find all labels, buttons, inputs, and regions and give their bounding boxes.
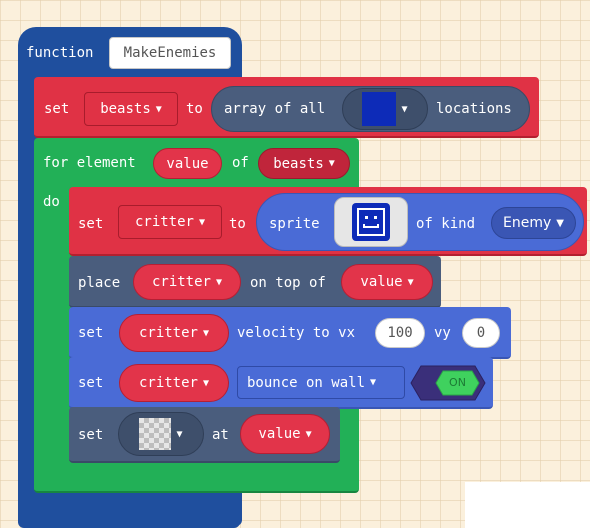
function-keyword: function	[26, 45, 94, 61]
beasts-variable-label: beasts	[100, 101, 151, 117]
do-keyword: do	[43, 194, 60, 210]
set-keyword: set	[44, 101, 70, 117]
chevron-down-icon: ▼	[198, 216, 206, 228]
smiley-face-icon	[352, 203, 390, 241]
chevron-down-icon: ▼	[155, 103, 162, 115]
to-keyword: to	[229, 216, 246, 232]
critter-variable-dropdown[interactable]: critter ▼	[118, 205, 222, 239]
toggle-on-label: ON	[449, 376, 466, 389]
critter-variable-label: critter	[134, 214, 194, 230]
chevron-down-icon: ▼	[202, 327, 210, 339]
chevron-down-icon: ▼	[328, 158, 335, 169]
of-keyword: of	[232, 155, 249, 171]
kind-dropdown[interactable]: Enemy ▼	[491, 207, 576, 239]
set-keyword: set	[78, 216, 104, 232]
set-keyword: set	[78, 325, 104, 341]
workspace-corner-panel	[465, 482, 590, 528]
critter-variable-dropdown[interactable]: critter ▼	[133, 264, 241, 300]
on-top-of-label: on top of	[250, 275, 326, 291]
critter-variable-label: critter	[138, 375, 198, 391]
at-keyword: at	[212, 427, 229, 443]
chevron-down-icon: ▼	[556, 217, 564, 229]
critter-variable-label: critter	[151, 274, 211, 290]
locations-label: locations	[436, 101, 512, 117]
function-block-bottom-notch	[18, 512, 240, 528]
tile-picker[interactable]: ▼	[118, 412, 204, 456]
array-of-all-label: array of all	[224, 101, 326, 117]
loop-array-label: beasts	[273, 155, 324, 172]
for-element-label: for element	[43, 155, 136, 171]
chevron-down-icon: ▼	[215, 276, 223, 288]
loop-value-variable[interactable]: value	[153, 148, 222, 179]
chevron-down-icon: ▼	[370, 377, 377, 388]
chevron-down-icon: ▼	[202, 377, 210, 389]
function-name-field[interactable]: MakeEnemies	[109, 37, 231, 69]
on-off-toggle[interactable]: ON	[410, 365, 486, 401]
chevron-down-icon: ▼	[305, 428, 312, 440]
vx-input[interactable]: 100	[375, 318, 425, 348]
sprite-image-picker[interactable]	[334, 197, 408, 247]
to-keyword: to	[186, 101, 203, 117]
sprite-keyword: sprite	[269, 216, 320, 232]
transparent-tile-icon	[139, 418, 172, 450]
value-variable-dropdown[interactable]: value ▼	[341, 264, 433, 300]
loop-array-dropdown[interactable]: beasts ▼	[258, 148, 350, 179]
beasts-variable-dropdown[interactable]: beasts ▼	[84, 92, 178, 126]
chevron-down-icon: ▼	[407, 276, 414, 288]
critter-variable-label: critter	[138, 325, 198, 341]
bounce-property-label: bounce on wall	[247, 374, 366, 391]
chevron-down-icon: ▼	[176, 428, 183, 440]
place-keyword: place	[78, 275, 121, 291]
kind-label: Enemy	[503, 215, 552, 231]
of-kind-label: of kind	[416, 216, 476, 232]
bounce-property-dropdown[interactable]: bounce on wall ▼	[237, 366, 405, 399]
value-variable-label: value	[360, 274, 403, 290]
chevron-down-icon: ▼	[401, 103, 408, 115]
value-variable-label: value	[258, 426, 301, 442]
velocity-to-vx-label: velocity to vx	[237, 325, 356, 341]
vy-label: vy	[434, 325, 451, 341]
tile-picker[interactable]: ▼	[342, 88, 428, 130]
set-keyword: set	[78, 427, 104, 443]
value-variable-dropdown[interactable]: value ▼	[240, 414, 330, 454]
vy-input[interactable]: 0	[462, 318, 500, 348]
set-keyword: set	[78, 375, 104, 391]
tile-swatch	[362, 92, 397, 126]
critter-variable-dropdown[interactable]: critter ▼	[119, 314, 229, 352]
critter-variable-dropdown[interactable]: critter ▼	[119, 364, 229, 402]
